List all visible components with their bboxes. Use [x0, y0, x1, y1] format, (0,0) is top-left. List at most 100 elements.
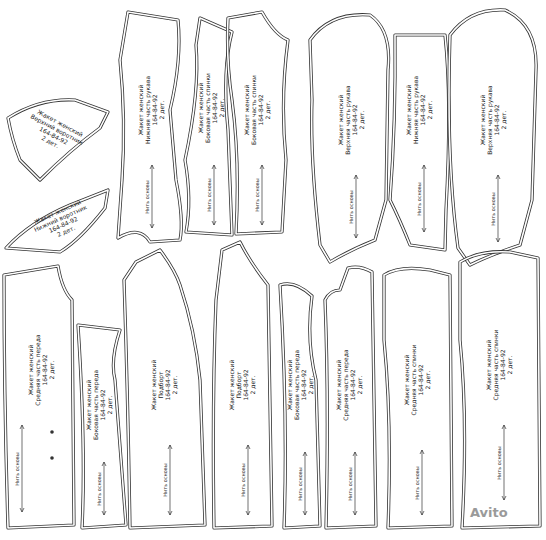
- piece-text: 164-84-92: [494, 85, 501, 155]
- grain-line: [356, 175, 357, 238]
- pattern-piece: Нить основы Жакет женскийПодборт164-84-92…: [118, 248, 210, 533]
- pattern-piece: Нить основы Жакет женскийСредняя часть сп…: [378, 262, 456, 534]
- piece-text: 2 дет.: [308, 350, 315, 420]
- pattern-piece: Нить основы Жакет женскийНижняя часть рук…: [112, 8, 187, 253]
- piece-text: 164-84-92: [42, 334, 49, 405]
- piece-text: Средняя часть спинки: [411, 345, 418, 416]
- piece-label: Жакет женскийБоковая часть спинки164-84-…: [244, 75, 272, 145]
- pattern-piece: Нить основы Жакет женскийСредняя часть пе…: [318, 262, 380, 534]
- piece-text: Жакет женский: [138, 76, 145, 144]
- grain-line: [248, 445, 249, 515]
- piece-text: 2 дет.: [172, 360, 179, 411]
- piece-text: 164-84-92: [418, 345, 425, 416]
- piece-text: Жакет женский: [229, 360, 236, 411]
- pattern-piece: Нить основы Жакет женскийБоковая часть сп…: [180, 15, 238, 240]
- piece-label: Жакет женскийБоковая часть переда164-84-…: [287, 350, 315, 420]
- button-mark: [50, 430, 54, 434]
- grain-label: Нить основы: [416, 182, 422, 216]
- piece-label: Жакет женскийВерхняя часть рукава164-84-…: [338, 85, 366, 155]
- piece-text: 164-84-92: [500, 330, 507, 401]
- pattern-piece: Нить основыЖакет женскийБоковая часть сп…: [220, 10, 292, 240]
- piece-text: Нижняя часть рукава: [145, 76, 152, 144]
- piece-text: 2 дет.: [507, 330, 514, 401]
- grain-label: Нить основы: [162, 463, 168, 497]
- grain-label: Нить основы: [347, 467, 353, 501]
- piece-text: 164-84-92: [212, 73, 219, 143]
- pattern-piece: Нить основы Жакет женскийВерхняя часть ру…: [440, 8, 542, 270]
- piece-text: 164-84-92: [152, 76, 159, 144]
- grain-line: [504, 425, 505, 500]
- grain-label: Нить основы: [144, 180, 150, 214]
- piece-text: Жакет женский: [28, 334, 35, 405]
- piece-label: Жакет женскийНижняя часть рукава164-84-9…: [406, 76, 434, 144]
- piece-label: Жакет женскийСредняя часть спинки164-84-…: [486, 330, 514, 401]
- grain-line: [214, 165, 215, 225]
- piece-text: 2 дет.: [359, 85, 366, 155]
- piece-text: Боковая часть переда: [294, 350, 301, 420]
- piece-outline: [74, 318, 130, 533]
- pattern-piece: Нить основы Жакет женскийВерхняя часть ру…: [295, 10, 395, 265]
- piece-text: 2 дет.: [357, 349, 364, 420]
- piece-text: Жакет женский: [198, 73, 205, 143]
- piece-text: Подборт: [236, 360, 243, 411]
- piece-text: Жакет женский: [244, 75, 251, 145]
- piece-text: Нижняя часть рукава: [413, 76, 420, 144]
- piece-text: 164-84-92: [352, 85, 359, 155]
- pattern-piece: Нить основы Жакет женскийБоковая часть пе…: [74, 318, 130, 533]
- piece-text: Средняя часть переда: [343, 349, 350, 420]
- grain-line: [422, 450, 423, 515]
- grain-line: [305, 452, 306, 515]
- piece-text: 164-84-92: [420, 76, 427, 144]
- grain-line: [355, 452, 356, 515]
- button-mark: [50, 456, 54, 460]
- piece-text: Жакет женский: [486, 330, 493, 401]
- piece-label: Жакет женскийСредняя часть переда164-84-…: [336, 349, 364, 420]
- piece-label: Жакет женскийПодборт164-84-922 дет.: [229, 360, 257, 411]
- piece-text: 2 дет.: [250, 360, 257, 411]
- pattern-piece: Жакет женскийВерхний воротник164-84-922 …: [3, 95, 113, 185]
- piece-text: Жакет женский: [151, 360, 158, 411]
- piece-text: Боковая часть спинки: [205, 73, 212, 143]
- piece-text: Жакет женский: [336, 349, 343, 420]
- piece-outline: [385, 28, 455, 253]
- piece-label: Жакет женскийНижний воротник164-84-922 д…: [30, 198, 93, 246]
- piece-text: 2 дет.: [49, 334, 56, 405]
- grain-line: [170, 445, 171, 515]
- piece-text: 2 дет.: [219, 73, 226, 143]
- pattern-piece: Нить основы Жакет женскийСредняя часть сп…: [454, 245, 544, 535]
- grain-label: Нить основы: [496, 446, 502, 480]
- piece-text: 2 дет.: [427, 76, 434, 144]
- piece-text: Жакет женский: [480, 85, 487, 155]
- piece-text: Жакет женский: [287, 350, 294, 420]
- piece-text: Жакет женский: [338, 85, 345, 155]
- grain-label: Нить основы: [414, 466, 420, 500]
- grain-label: Нить основы: [240, 463, 246, 497]
- grain-line: [424, 165, 425, 232]
- piece-text: 164-84-92: [301, 350, 308, 420]
- piece-text: Верхняя часть рукава: [487, 85, 494, 155]
- piece-text: Средняя часть переда: [35, 334, 42, 405]
- piece-label: Жакет женскийБоковая часть спинки164-84-…: [198, 73, 226, 143]
- grain-line: [22, 425, 23, 512]
- piece-text: Боковая часть переда: [93, 370, 100, 440]
- piece-text: 2 дет.: [501, 85, 508, 155]
- piece-text: 2 дет.: [265, 75, 272, 145]
- piece-text: Боковая часть спинки: [251, 75, 258, 145]
- piece-label: Жакет женскийСредняя часть спинки164-84-…: [404, 345, 432, 416]
- grain-label: Нить основы: [490, 192, 496, 226]
- piece-text: 164-84-92: [100, 370, 107, 440]
- piece-label: Жакет женскийПодборт164-84-922 дет.: [151, 360, 179, 411]
- piece-text: 164-84-92: [350, 349, 357, 420]
- grain-line: [152, 165, 153, 228]
- pattern-piece: Жакет женскийНижний воротник164-84-922 д…: [3, 185, 113, 257]
- watermark: Avito: [470, 505, 508, 520]
- pattern-piece: Нить основыЖакет женскийБоковая часть пе…: [274, 278, 324, 533]
- grain-label: Нить основы: [96, 472, 102, 506]
- grain-label: Нить основы: [348, 190, 354, 224]
- grain-label: Нить основы: [14, 452, 20, 486]
- piece-text: Жакет женский: [86, 370, 93, 440]
- piece-text: Жакет женский: [406, 76, 413, 144]
- grain-label: Нить основы: [206, 178, 212, 212]
- grain-line: [262, 165, 263, 225]
